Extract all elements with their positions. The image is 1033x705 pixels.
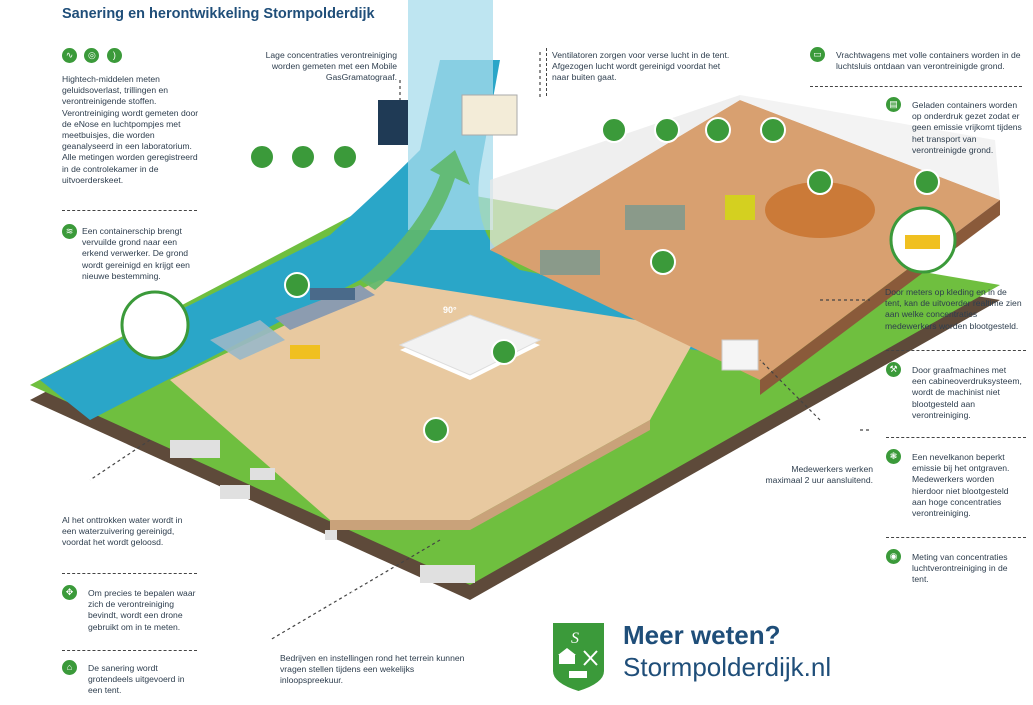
callout-tracker [914,169,940,195]
medewerkers-text: Medewerkers werken maximaal 2 uur aanslu… [765,464,873,486]
truck-1 [540,250,600,275]
airlock-box [721,339,759,371]
sand-terrain [170,280,700,520]
meters-text: Door meters op kleding en in de tent, ka… [885,287,1022,331]
graaf-text: Door graafmachines met een cabineoverdru… [912,365,1022,420]
callout-sensor-3 [332,144,358,170]
leader-line [546,48,547,96]
tent-text: De sanering wordt grotendeels uitgevoerd… [88,663,185,696]
callout-meting [650,249,676,275]
truck-text: Vrachtwagens met volle containers worden… [836,50,1021,72]
divider [886,437,1026,438]
bedrijven-text: Bedrijven en instellingen rond het terre… [280,653,465,686]
drone-text: Om precies te bepalen waar zich de veron… [88,588,196,632]
cta-heading: Meer weten? [623,620,781,650]
callout-sensor-2 [290,144,316,170]
ship-icon: ≋ [62,224,77,239]
tent-icon: ⌂ [62,660,77,675]
truck-icon: ▭ [810,47,825,62]
tent-floor [490,100,1000,380]
containerschip-text: Een containerschip brengt vervuilde gron… [82,226,190,281]
gas-chromatograph [378,100,408,145]
excavator-icon: ⚒ [886,362,901,377]
callout-graaf [705,117,731,143]
gauge-icon: ◉ [886,549,901,564]
callout-drone [423,417,449,443]
callout-nevel [760,117,786,143]
meting-text: Meting van concentraties luchtverontrein… [912,552,1008,585]
controlroom-inset [120,290,190,360]
hightech-text: Hightech-middelen meten geluidsoverlast,… [62,74,199,185]
drone-icon: ✥ [62,585,77,600]
callout-container [654,117,680,143]
callout-waves [284,272,310,298]
office-unit [905,235,940,249]
water-text: Al het onttrokken water wordt in een wat… [62,515,183,548]
page-title: Sanering en herontwikkeling Stormpolderd… [62,6,375,22]
flow-arrow [360,150,470,290]
building-5 [325,530,337,540]
stormpolderdijk-logo[interactable]: S [551,621,606,693]
gas-text: Lage concentraties verontreiniging worde… [265,50,397,83]
divider [62,210,197,211]
svg-text:S: S [571,630,579,647]
office-roof [398,314,542,376]
divider [886,537,1026,538]
vibration-icon: ) [106,48,122,63]
ventilation-unit [461,94,518,136]
soundwave-icon: ∿ [62,48,77,63]
containers-text: Geladen containers worden op onderdruk g… [912,100,1022,155]
angle-label: 90° [443,305,457,315]
office-unit-small [290,345,320,359]
divider [62,650,197,651]
container-icon: ▤ [886,97,901,112]
hightech-icons: ∿ ◎ ) [62,45,122,63]
building-2 [220,485,250,499]
excavator [725,195,755,220]
enose-icon: ◎ [84,48,100,63]
callout-sensor-1 [249,144,275,170]
divider [810,86,1022,87]
divider [886,350,1026,351]
mistcannon-icon: ❃ [886,449,901,464]
cta-link[interactable]: Stormpolderdijk.nl [623,652,832,682]
callout-tent [491,339,517,365]
water-treatment [210,320,285,360]
callout-truck [601,117,627,143]
vent-text: Ventilatoren zorgen voor verse lucht in … [552,50,730,83]
excavation-pit [765,182,875,238]
building-3 [250,468,275,480]
divider [62,573,197,574]
building-1 [170,440,220,458]
callout-person [807,169,833,195]
building-4 [420,565,475,583]
ship-containers [310,288,355,300]
nevel-text: Een nevelkanon beperkt emissie bij het o… [912,452,1010,519]
truck-2 [625,205,685,230]
